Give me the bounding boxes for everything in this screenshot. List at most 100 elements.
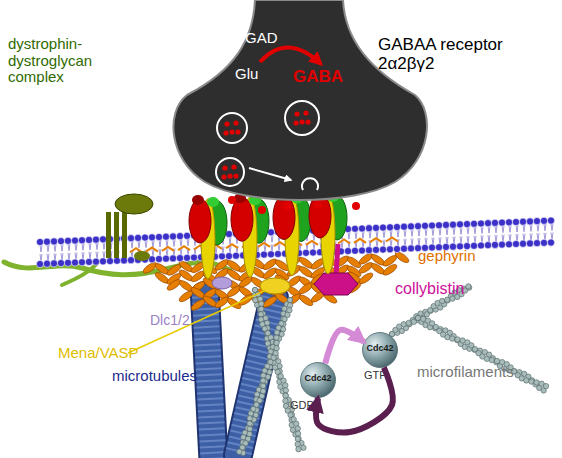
- protein-sphere: [301, 363, 336, 398]
- nucleotide-label: GDP: [290, 399, 314, 411]
- actin-subunit: [296, 446, 301, 451]
- anchoring-chevron: [386, 237, 398, 241]
- microtubule: [205, 296, 214, 458]
- actin-subunit: [484, 356, 489, 361]
- actin-subunit: [282, 306, 287, 311]
- gabaa-receptor: [189, 195, 227, 279]
- collybistin-stem: [336, 244, 338, 276]
- actin-subunit: [261, 373, 266, 378]
- protein-label: Mena/VASP: [58, 345, 139, 362]
- cycle-arrow: [316, 368, 393, 433]
- actin-subunit: [287, 303, 292, 308]
- protein-sphere: [363, 333, 398, 368]
- actin-subunit: [445, 334, 450, 339]
- receptor-label: GABAA receptor 2α2βγ2: [378, 36, 528, 73]
- presynaptic-terminal: GAD Glu GABA: [165, 0, 435, 205]
- gephyrin-lattice: [142, 250, 411, 312]
- protein-label: gephyrin: [418, 248, 476, 265]
- enzyme-label: GAD: [245, 30, 278, 47]
- microtubule: [238, 298, 274, 455]
- actin-subunit: [268, 349, 273, 354]
- gabaa-receptor: [273, 191, 311, 275]
- actin-subunit: [494, 358, 499, 363]
- actin-subunit: [439, 298, 444, 303]
- cdc42-protein: Cdc42GTP: [362, 332, 398, 368]
- gabaa-receptor: [309, 190, 347, 274]
- actin-subunit: [259, 301, 264, 306]
- cytoskeleton-label: microtubules: [112, 368, 197, 385]
- synaptic-vesicle: [216, 158, 244, 186]
- actin-subunit: [283, 383, 288, 388]
- dystroglycan-bar: [122, 212, 127, 258]
- actin-subunit: [450, 336, 455, 341]
- microtubule: [238, 298, 274, 455]
- dystroglycan-bar: [114, 212, 119, 258]
- actin-filament: [415, 315, 548, 393]
- actin-subunit: [524, 378, 529, 383]
- gaba-molecule: [258, 206, 266, 214]
- cdc42-protein: Cdc42GDP: [300, 362, 336, 398]
- protein-label: Dlc1/2: [150, 313, 190, 328]
- anchoring-chevron: [162, 247, 174, 251]
- actin-subunit: [258, 317, 263, 322]
- actin-subunit: [261, 383, 266, 388]
- gaba-molecule: [283, 202, 291, 210]
- dlc-protein: [212, 277, 232, 289]
- synthesis-arrow: [260, 47, 321, 64]
- anchoring-chevron: [306, 241, 318, 245]
- protein-label: collybistin: [395, 280, 464, 298]
- actin-subunit: [247, 426, 252, 431]
- actin-subunit: [260, 388, 265, 393]
- gephyrin-molecule: [298, 281, 315, 295]
- actin-subunit: [295, 426, 300, 431]
- actin-subunit: [295, 442, 300, 447]
- nucleotide-label: GTP: [364, 369, 387, 381]
- microtubule: [205, 296, 214, 458]
- substrate-label: Glu: [235, 66, 258, 83]
- actin-subunit: [258, 312, 263, 317]
- complex-label: dystrophin- dystroglycan complex: [8, 36, 108, 86]
- terminal-membrane: [173, 0, 427, 200]
- microtubule: [238, 298, 274, 455]
- gephyrin-molecule: [382, 263, 399, 277]
- actin-subunit: [274, 330, 279, 335]
- anchoring-chevron: [146, 248, 158, 252]
- anchoring-chevron: [226, 244, 238, 248]
- microtubule: [205, 296, 214, 458]
- actin-subunit: [534, 380, 539, 385]
- actin-subunit: [254, 392, 259, 397]
- actin-subunit: [260, 378, 265, 383]
- release-arrow: [249, 168, 291, 180]
- actin-subunit: [283, 388, 288, 393]
- gaba-molecule: [314, 201, 322, 209]
- transmitter-label: GABA: [293, 68, 343, 87]
- cycle-arrow: [325, 330, 364, 364]
- actin-subunit: [301, 445, 306, 450]
- gaba-molecule: [352, 202, 360, 210]
- cytoskeleton-label: microfilaments: [417, 364, 514, 381]
- actin-subunit: [274, 346, 279, 351]
- synaptic-vesicle: [217, 113, 247, 143]
- actin-filament: [237, 297, 293, 455]
- anchoring-chevron: [338, 239, 350, 243]
- actin-subunit: [283, 398, 288, 403]
- actin-subunit: [274, 335, 279, 340]
- terminal-outline: [165, 0, 435, 205]
- dystroglycan-bar: [106, 212, 111, 258]
- actin-subunit: [543, 383, 548, 388]
- anchoring-chevron: [274, 242, 286, 246]
- gephyrin-molecule: [166, 278, 183, 292]
- mena-vasp-protein: [260, 278, 290, 294]
- anchoring-chevron: [370, 238, 382, 242]
- dystroglycan-head: [115, 194, 153, 214]
- protein-label: Cdc42: [362, 344, 398, 354]
- protein-label: Cdc42: [300, 374, 336, 384]
- dystroglycan-head: [134, 251, 150, 261]
- fusing-vesicle: [302, 178, 318, 190]
- synaptic-vesicle: [285, 101, 319, 135]
- actin-subunit: [401, 322, 406, 327]
- actin-subunit: [295, 431, 300, 436]
- gabaa-receptor: [231, 193, 269, 277]
- leader-line: [128, 290, 266, 353]
